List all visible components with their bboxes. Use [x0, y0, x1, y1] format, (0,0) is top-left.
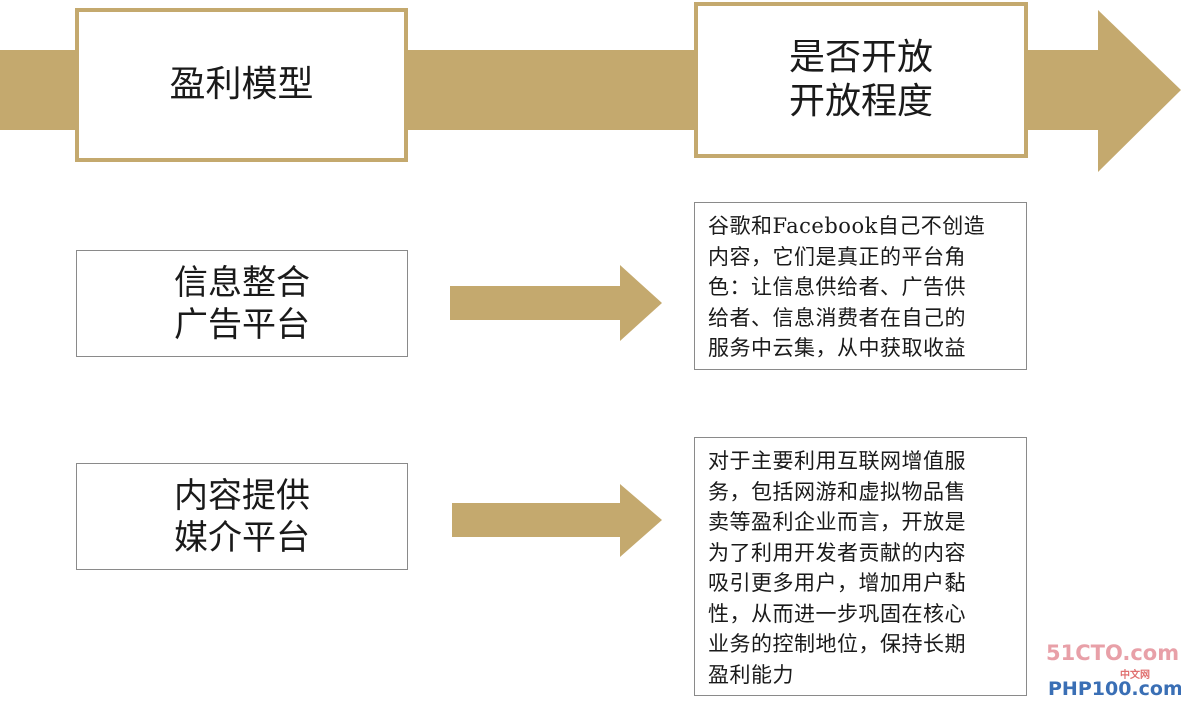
header-openness-line: 是否开放 — [788, 37, 933, 78]
row1-description-line: 服务中云集，从中获取收益 — [708, 336, 966, 360]
row2-description-line: 吸引更多用户，增加用户黏 — [708, 571, 966, 595]
header-openness-box: 是否开放 开放程度 — [694, 2, 1028, 158]
header-profit-model-box: 盈利模型 — [75, 8, 408, 162]
watermark-php100: PHP100.com — [1048, 678, 1181, 700]
row2-description-line: 业务的控制地位，保持长期 — [708, 632, 966, 656]
row2-description-line: 务，包括网游和虚拟物品售 — [708, 479, 966, 504]
row2-description-line: 对于主要利用互联网增值服 — [708, 449, 966, 473]
watermark-51cto: 51CTO.com — [1046, 641, 1180, 665]
row1-category-line: 广告平台 — [174, 304, 310, 345]
row1-description-box: 谷歌和Facebook自己不创造 内容，它们是真正的平台角 色：让信息供给者、广… — [694, 202, 1027, 370]
row1-description-line: 给者、信息消费者在自己的 — [708, 305, 966, 330]
header-profit-model-label: 盈利模型 — [169, 64, 314, 105]
row2-description-line: 性，从而进一步巩固在核心 — [708, 601, 966, 626]
row2-description-box: 对于主要利用互联网增值服 务，包括网游和虚拟物品售 卖等盈利企业而言，开放是 为… — [694, 437, 1027, 696]
row2-arrow — [452, 484, 662, 557]
row2-category-box: 内容提供 媒介平台 — [76, 463, 408, 570]
row2-description-line: 盈利能力 — [708, 662, 794, 687]
watermark-badge: 中文网 — [1120, 670, 1150, 681]
row1-category-line: 信息整合 — [174, 262, 310, 303]
row2-category-line: 内容提供 — [174, 475, 310, 516]
row2-description-line: 卖等盈利企业而言，开放是 — [708, 510, 966, 534]
header-openness-line: 开放程度 — [788, 81, 933, 122]
row1-description-line: 谷歌和Facebook自己不创造 — [708, 214, 986, 238]
row1-description-line: 色：让信息供给者、广告供 — [708, 275, 966, 299]
row1-arrow — [450, 265, 662, 341]
row2-description-line: 为了利用开发者贡献的内容 — [708, 540, 966, 565]
row1-description-line: 内容，它们是真正的平台角 — [708, 244, 966, 269]
row2-category-line: 媒介平台 — [174, 517, 310, 558]
row1-category-box: 信息整合 广告平台 — [76, 250, 408, 357]
